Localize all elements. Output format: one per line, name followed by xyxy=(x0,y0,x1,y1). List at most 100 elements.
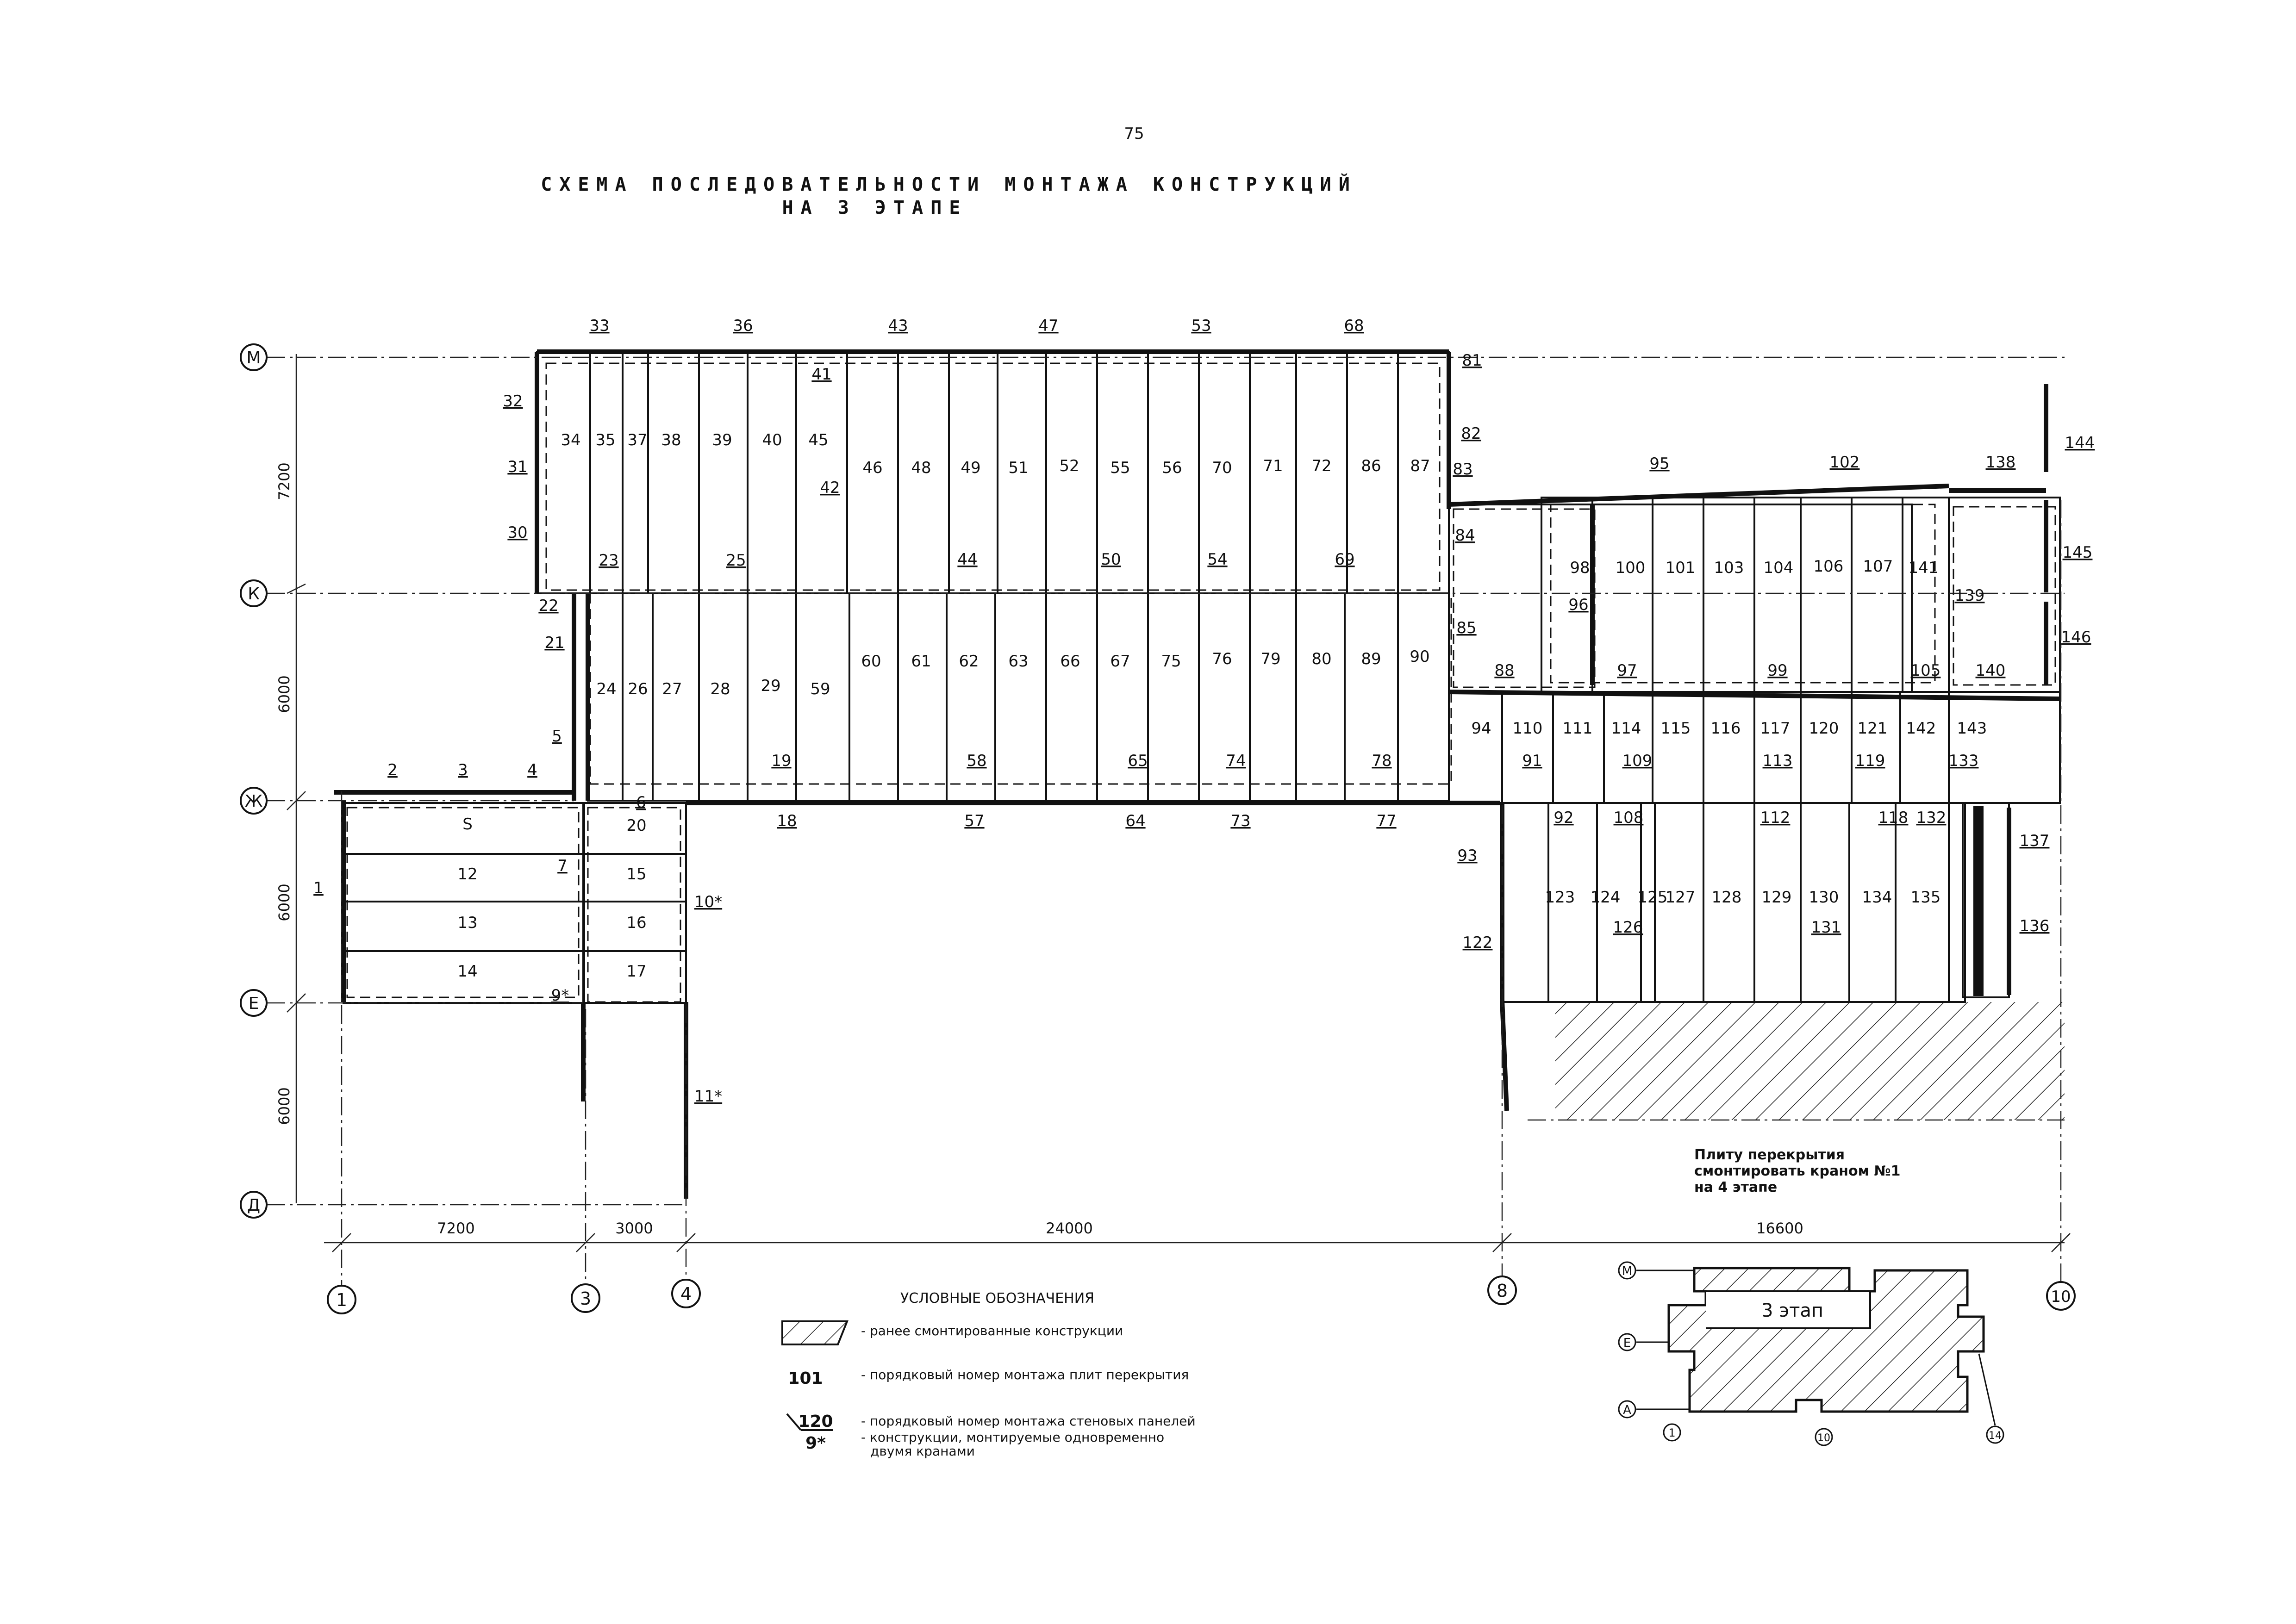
wall-panels xyxy=(334,349,2060,1199)
key-plan-stage: 3 этап xyxy=(1761,1300,1823,1321)
slab-label: 87 xyxy=(1410,457,1430,475)
wall-label: 136 xyxy=(2020,917,2050,935)
slab-label: 35 xyxy=(595,431,615,449)
slab-label: 26 xyxy=(628,680,648,698)
legend-item-2: - порядковый номер монтажа плит перекрыт… xyxy=(861,1367,1189,1382)
axis-label-E: Е xyxy=(249,994,259,1013)
wall-label: 145 xyxy=(2063,543,2093,562)
key-plan-axis-A: А xyxy=(1623,1403,1631,1417)
floor-slabs xyxy=(343,351,2061,1004)
wall-label: 119 xyxy=(1855,752,1885,770)
slab-block-9 xyxy=(1962,802,2010,998)
slab-label: 45 xyxy=(808,431,828,449)
axis-label-3: 3 xyxy=(580,1288,591,1309)
slab-label: 110 xyxy=(1513,719,1543,738)
dim-h-3000: 3000 xyxy=(615,1220,653,1237)
slab-label: 66 xyxy=(1060,652,1080,671)
dim-v-7200: 7200 xyxy=(275,462,293,500)
wall-label: 109 xyxy=(1622,752,1653,770)
wall-label: 68 xyxy=(1344,317,1364,335)
key-plan-axis-10: 10 xyxy=(1817,1432,1830,1444)
previously-installed-area xyxy=(1555,1002,2065,1120)
slab-label: 29 xyxy=(761,677,780,695)
slab-label: 101 xyxy=(1666,559,1696,577)
wall-label: 32 xyxy=(503,392,523,411)
slab-label: 103 xyxy=(1714,559,1744,577)
slab-label: 141 xyxy=(1909,559,1939,577)
wall-label: 2 xyxy=(387,761,398,779)
dashed-outline-5 xyxy=(346,807,580,998)
wall-label: 77 xyxy=(1376,812,1396,830)
dim-v-6000-c: 6000 xyxy=(275,1087,293,1125)
wall-label: 99 xyxy=(1767,661,1787,680)
slab-label: 106 xyxy=(1814,557,1844,576)
slab-label: 76 xyxy=(1212,650,1232,668)
wall-label: 126 xyxy=(1613,918,1643,937)
wall-label: 22 xyxy=(538,597,558,615)
legend-item-3: - порядковый номер монтажа стеновых пане… xyxy=(861,1413,1196,1429)
slab-block-1 xyxy=(582,802,687,1004)
slab-label: 27 xyxy=(662,680,682,698)
dashed-outline-0 xyxy=(545,362,1441,591)
note-line-2: смонтировать краном №1 xyxy=(1694,1163,1901,1179)
wall-label: 42 xyxy=(820,479,840,497)
slab-label: 143 xyxy=(1957,719,1987,738)
slab-label: 104 xyxy=(1764,559,1794,577)
dashed-outline-2 xyxy=(1453,508,1596,688)
slab-label: 17 xyxy=(626,962,646,981)
wall-label: 78 xyxy=(1372,752,1391,770)
slab-label: 46 xyxy=(862,459,882,477)
key-plan-outline xyxy=(1667,1267,1985,1413)
wall-label: 69 xyxy=(1335,550,1354,569)
wall-label: 82 xyxy=(1461,424,1481,443)
legend-heading: УСЛОВНЫЕ ОБОЗНАЧЕНИЯ xyxy=(900,1290,1094,1307)
wall-label: 4 xyxy=(527,761,537,779)
grid-axes xyxy=(267,356,2065,1286)
wall-label: 21 xyxy=(544,634,564,652)
dim-v-6000-a: 6000 xyxy=(275,675,293,713)
slab-label: 13 xyxy=(457,914,477,932)
axis-label-ZH: Ж xyxy=(245,792,263,811)
dim-h-24000: 24000 xyxy=(1046,1220,1093,1237)
slab-label: 107 xyxy=(1863,557,1893,576)
wall-label: 43 xyxy=(888,317,908,335)
slab-label: 89 xyxy=(1361,650,1381,668)
wall-panel-15 xyxy=(1500,999,1509,1111)
wall-label: 11* xyxy=(694,1087,722,1106)
wall-label: 57 xyxy=(964,812,984,830)
slab-label: 94 xyxy=(1471,719,1491,738)
slab-label: 56 xyxy=(1162,459,1182,477)
wall-label: 30 xyxy=(507,523,527,542)
corner-panel xyxy=(1973,806,1984,996)
slab-label: 115 xyxy=(1661,719,1691,738)
wall-label: 1 xyxy=(313,879,324,897)
slab-label: 15 xyxy=(626,865,646,884)
wall-label: 44 xyxy=(957,550,977,569)
wall-label: 132 xyxy=(1916,809,1947,827)
wall-label: 140 xyxy=(1976,661,2006,680)
dim-v-6000-b: 6000 xyxy=(275,884,293,921)
slab-label: 34 xyxy=(561,431,580,449)
axis-bubble-ZH: Ж xyxy=(240,787,268,815)
axis-bubble-K: К xyxy=(240,579,268,607)
wall-label: 36 xyxy=(733,317,753,335)
key-plan-axis-M: М xyxy=(1622,1264,1632,1278)
wall-label: 108 xyxy=(1614,809,1644,827)
legend: УСЛОВНЫЕ ОБОЗНАЧЕНИЯ - ранее смонтирован… xyxy=(781,1290,1196,1459)
slab-label: 55 xyxy=(1110,459,1130,477)
axis-bubble-4: 4 xyxy=(671,1279,701,1308)
slab-label: 128 xyxy=(1712,888,1742,907)
wall-label: 96 xyxy=(1568,596,1588,614)
wall-label: 105 xyxy=(1911,661,1941,680)
slab-block-5 xyxy=(1541,497,1950,693)
slab-label: 63 xyxy=(1008,652,1028,671)
slab-label: 142 xyxy=(1906,719,1936,738)
wall-label: 93 xyxy=(1457,846,1477,865)
wall-label: 19 xyxy=(771,752,791,770)
slab-label: 14 xyxy=(457,962,477,981)
wall-label: 138 xyxy=(1986,453,2016,472)
legend-hatch-symbol xyxy=(781,1320,849,1345)
